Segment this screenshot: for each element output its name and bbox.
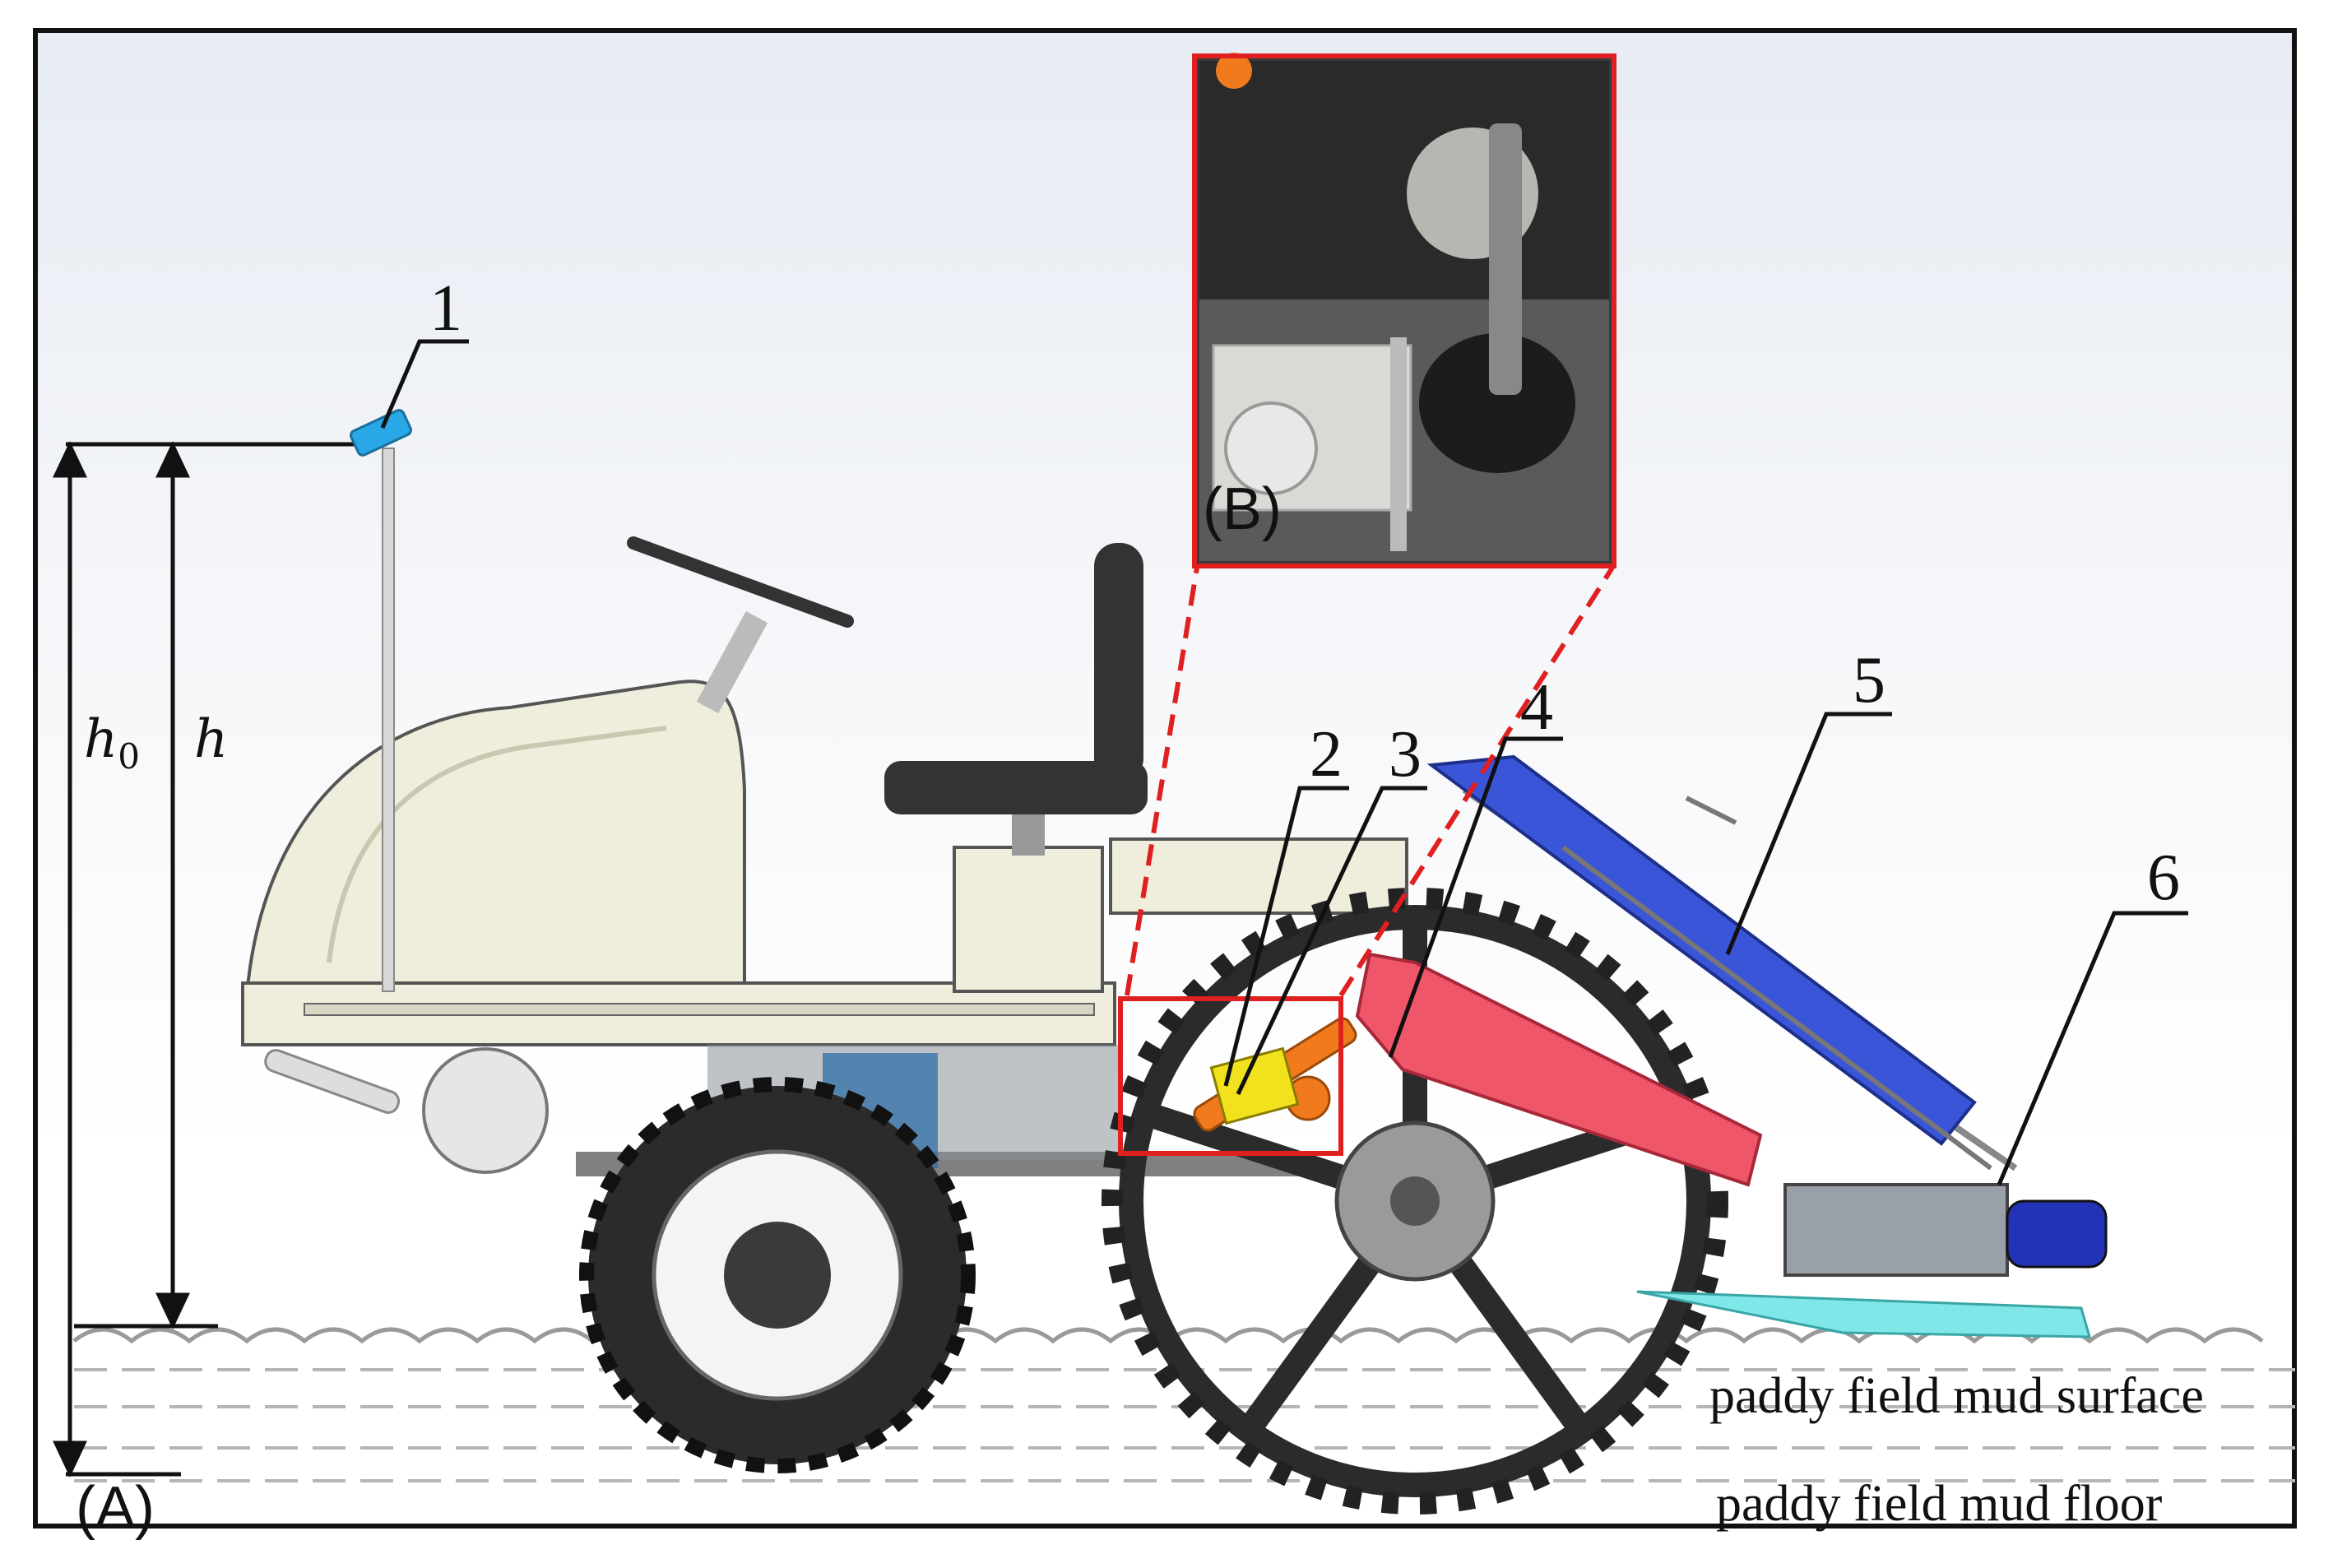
h-label: h (194, 709, 229, 770)
hydraulic-linkage (1118, 952, 1763, 1187)
callout-leaders (380, 339, 2188, 1185)
inset-photo (1192, 53, 1616, 568)
callout-4: 4 (1520, 671, 1553, 744)
connector-left (1125, 567, 1199, 996)
leader-5 (1725, 712, 1892, 955)
callout-5: 5 (1853, 644, 1885, 717)
lift-arm (1355, 952, 1763, 1187)
callout-6: 6 (2147, 842, 2180, 914)
front-tire-tread (579, 1077, 976, 1473)
callout-3: 3 (1389, 718, 1422, 791)
inset-connectors (1125, 566, 1615, 997)
callout-2: 2 (1310, 718, 1343, 791)
h0-symbol: h (84, 709, 118, 770)
seat-box (953, 846, 1104, 993)
deck-rail (304, 1003, 1095, 1016)
inset-border (1192, 53, 1616, 568)
rear-wheel-lugs (1102, 888, 1728, 1515)
front-wheel (579, 1077, 976, 1473)
leader-6 (1997, 911, 2188, 1185)
connector-right (1338, 566, 1615, 997)
sensor-pole (382, 448, 395, 992)
seat-back (1094, 543, 1143, 782)
float-plate (1636, 1290, 2091, 1338)
mud-surface-label: paddy field mud surface (1709, 1368, 2204, 1424)
engine-hood (244, 680, 746, 998)
seat-post (1012, 814, 1045, 856)
photo-rod (1489, 123, 1522, 395)
panel-label-b: (B) (1203, 476, 1282, 542)
tray-rails (1561, 796, 1992, 1171)
photo-black-cylinder (1419, 333, 1575, 473)
rear-axle (1390, 1176, 1440, 1226)
h0-arrow-up (53, 441, 87, 478)
h0-arrow-down (53, 1440, 87, 1478)
steering-wheel (627, 536, 854, 628)
photo-motor-face (1224, 401, 1318, 495)
rear-wheel (1102, 888, 1728, 1515)
angle-sensor-box (1209, 1046, 1300, 1125)
photo-orange-cap (1216, 53, 1252, 89)
sensor-assembly (349, 409, 413, 992)
h-arrow-up (155, 441, 190, 478)
h0-subscript: 0 (118, 735, 140, 777)
hood-highlight (327, 726, 667, 963)
mud-floor-label: paddy field mud floor (1716, 1476, 2163, 1532)
height-dimensions (53, 441, 370, 1478)
panel-label-a: (A) (76, 1475, 155, 1541)
leader-1 (380, 339, 469, 429)
planting-mechanism (1783, 1183, 2009, 1277)
photo-bracket (1390, 337, 1407, 551)
leader-2 (1223, 786, 1349, 1087)
rear-pulley (422, 1047, 549, 1174)
planting-gearbox-blue (2006, 1199, 2108, 1269)
exhaust-pipe (264, 1049, 401, 1114)
seat-cushion (884, 761, 1148, 814)
leader-4 (1388, 736, 1563, 1058)
steering-column (696, 610, 768, 714)
planting-unit (1426, 754, 2108, 1338)
h-arrow-down (155, 1292, 190, 1329)
displacement-sensor (349, 409, 413, 457)
photo-upper-dark (1199, 61, 1609, 299)
leader-3 (1236, 786, 1427, 1096)
sensor-highlight-box (1118, 996, 1343, 1156)
front-hub (724, 1222, 831, 1329)
callout-1: 1 (429, 272, 462, 345)
h0-label: h0 (84, 709, 140, 777)
